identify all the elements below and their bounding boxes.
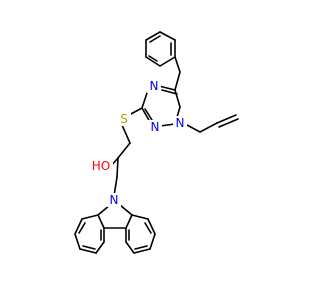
atom-s-linker: S bbox=[117, 112, 131, 126]
atom-label-n-triazole-2: N bbox=[151, 120, 160, 134]
atom-label-hydroxyl: HO bbox=[92, 159, 110, 173]
atom-n-triazole-4: N bbox=[173, 116, 187, 130]
atom-label-n-carbazole: N bbox=[110, 193, 119, 207]
atom-label-n-triazole-1: N bbox=[150, 79, 159, 93]
molecule-structure: N N N S HO N bbox=[74, 31, 239, 254]
atom-n-triazole-2: N bbox=[148, 120, 162, 134]
atom-hydroxyl: HO bbox=[91, 159, 113, 173]
bonds bbox=[74, 31, 239, 254]
atom-n-triazole-1: N bbox=[147, 79, 161, 93]
atom-n-carbazole: N bbox=[107, 193, 121, 207]
atom-label-n-triazole-4: N bbox=[176, 116, 185, 130]
atom-label-s-linker: S bbox=[120, 112, 128, 126]
